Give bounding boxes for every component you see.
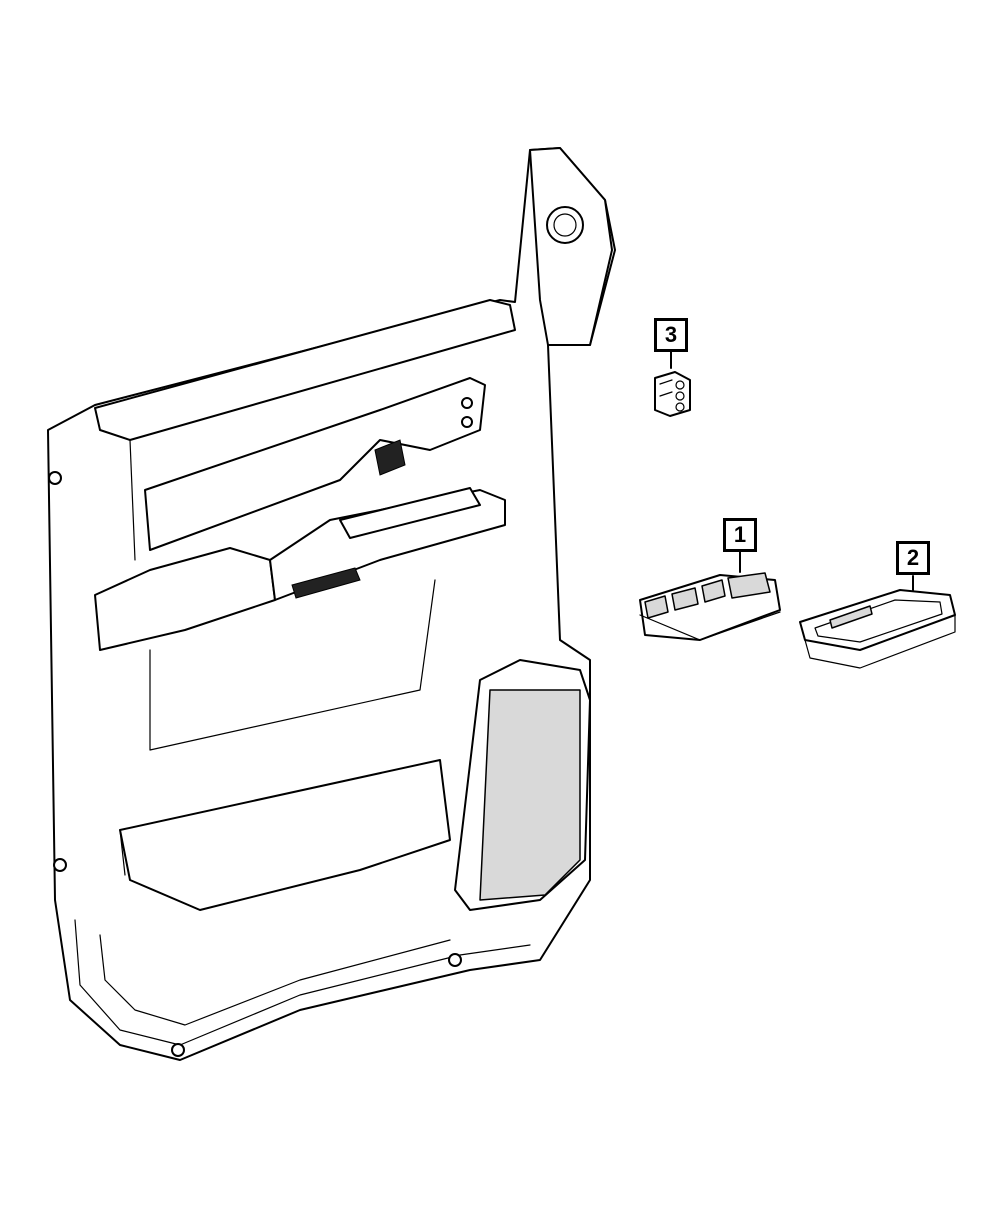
callout-3-label: 3 bbox=[664, 322, 678, 347]
part-3-switch bbox=[654, 371, 691, 417]
callout-3: 3 bbox=[654, 318, 688, 352]
callout-2: 2 bbox=[896, 541, 930, 575]
callout-2-label: 2 bbox=[906, 545, 920, 570]
callout-1: 1 bbox=[723, 518, 757, 552]
part-2-bezel bbox=[799, 589, 956, 669]
callout-1-label: 1 bbox=[733, 522, 747, 547]
part-1-master-switch bbox=[639, 572, 781, 641]
door-trim-panel bbox=[47, 147, 616, 1061]
